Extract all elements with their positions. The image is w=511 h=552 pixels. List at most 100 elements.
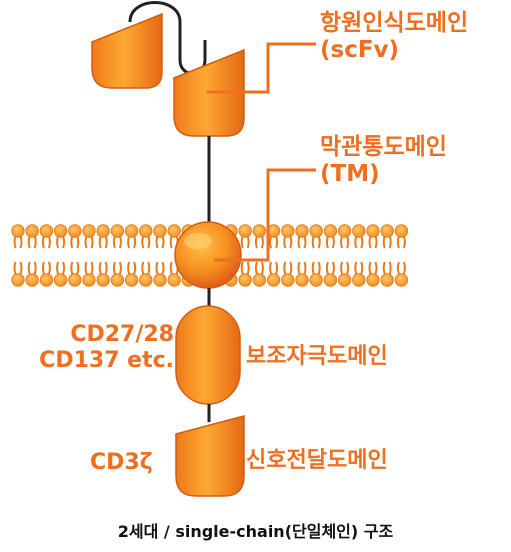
lipid-head <box>295 273 309 287</box>
lipid-tail <box>331 235 335 249</box>
lipid-head <box>110 273 125 287</box>
lipid-tail <box>311 235 315 249</box>
lipid-tail <box>118 261 122 275</box>
signal-domain-name: 신호전달도메인 <box>246 448 388 473</box>
signaling-label: 신호전달도메인 <box>246 448 388 474</box>
lipid-head <box>252 224 267 238</box>
diagram-caption: 2세대 / single-chain(단일체인) 구조 <box>117 522 394 541</box>
lipid-head <box>337 273 352 287</box>
lipid-tail <box>374 235 378 249</box>
lipid-tail <box>141 235 145 249</box>
lipid-head <box>323 224 338 238</box>
lipid-tail <box>374 261 378 275</box>
lipid-tail <box>289 261 293 275</box>
lipid-tail <box>283 261 287 275</box>
lipid-tail <box>340 235 344 249</box>
lipid-tail <box>317 235 321 249</box>
lipid-tail <box>84 261 88 275</box>
costim-domain-name: 보조자극도메인 <box>246 344 388 369</box>
lipid-tail <box>388 261 392 275</box>
lipid-tail <box>246 235 250 249</box>
lipid-tail <box>56 235 60 249</box>
lipid-tail <box>90 235 94 249</box>
lipid-head <box>238 224 252 238</box>
lipid-head <box>25 224 39 238</box>
signaling-domain <box>175 415 245 497</box>
tm-domain-name: 막관통도메인 <box>320 134 447 160</box>
lipid-tail <box>76 261 80 275</box>
lipid-tail <box>382 261 386 275</box>
lipid-head <box>53 273 68 287</box>
lipid-tail <box>246 261 250 275</box>
lipid-tail <box>269 235 273 249</box>
lipid-tail <box>47 235 51 249</box>
lipid-tail <box>346 235 350 249</box>
costim-examples-label: CD27/28 CD137 etc. <box>6 322 174 374</box>
lipid-tail <box>260 235 264 249</box>
scfv-domain-vl <box>91 12 163 89</box>
lipid-tail <box>13 235 17 249</box>
lipid-tail <box>118 235 122 249</box>
transmembrane-domain <box>174 221 242 289</box>
cd3-zeta-label: CD3ζ <box>90 450 153 476</box>
lipid-tail <box>76 235 80 249</box>
lipid-head <box>124 224 139 238</box>
lipid-head <box>25 273 39 287</box>
lipid-tail <box>56 261 60 275</box>
lipid-tail <box>41 235 45 249</box>
tm-domain-abbr: (TM) <box>320 161 380 188</box>
lipid-tail <box>275 261 279 275</box>
lipid-head <box>124 273 139 287</box>
lipid-tail <box>388 235 392 249</box>
lipid-head <box>352 224 366 238</box>
callout-tm <box>214 168 316 262</box>
lipid-head <box>53 224 68 238</box>
lipid-tail <box>240 261 244 275</box>
lipid-tail <box>360 235 364 249</box>
lipid-tail <box>19 261 23 275</box>
lipid-head <box>82 224 96 238</box>
lipid-head <box>394 273 409 287</box>
lipid-head <box>96 224 110 238</box>
lipid-head <box>68 224 82 238</box>
lipid-tail <box>275 235 279 249</box>
lipid-head <box>68 273 82 287</box>
lipid-tail <box>98 235 102 249</box>
lipid-head <box>295 224 309 238</box>
lipid-head <box>139 273 153 287</box>
lipid-tail <box>360 261 364 275</box>
lipid-tail <box>283 235 287 249</box>
lipid-head <box>309 273 323 287</box>
lipid-head <box>82 273 96 287</box>
lipid-head <box>139 224 153 238</box>
lipid-tail <box>402 261 406 275</box>
lipid-tail <box>161 235 165 249</box>
lipid-head <box>337 224 352 238</box>
lipid-head <box>167 224 181 238</box>
lipid-tail <box>354 261 358 275</box>
lipid-tail <box>289 235 293 249</box>
lipid-tail <box>260 261 264 275</box>
lipid-tail <box>62 235 66 249</box>
lipid-tail <box>396 261 400 275</box>
lipid-tail <box>84 235 88 249</box>
lipid-tail <box>303 235 307 249</box>
lipid-tail <box>98 261 102 275</box>
lipid-tail <box>33 235 37 249</box>
lipid-tail <box>133 235 137 249</box>
lipid-tail <box>41 261 45 275</box>
callout-antigen <box>207 42 316 94</box>
lipid-head <box>366 224 380 238</box>
lipid-tail <box>346 261 350 275</box>
lipid-tail <box>70 261 74 275</box>
transmembrane-label: 막관통도메인 (TM) <box>320 134 447 188</box>
lipid-head <box>167 273 181 287</box>
lipid-head <box>380 273 394 287</box>
tm-highlight <box>184 233 212 249</box>
lipid-head <box>11 273 25 287</box>
lipid-tail <box>325 235 329 249</box>
lipid-tail <box>19 235 23 249</box>
lipid-tail <box>297 261 301 275</box>
costim-example-2: CD137 etc. <box>39 347 174 373</box>
lipid-tail <box>104 235 108 249</box>
